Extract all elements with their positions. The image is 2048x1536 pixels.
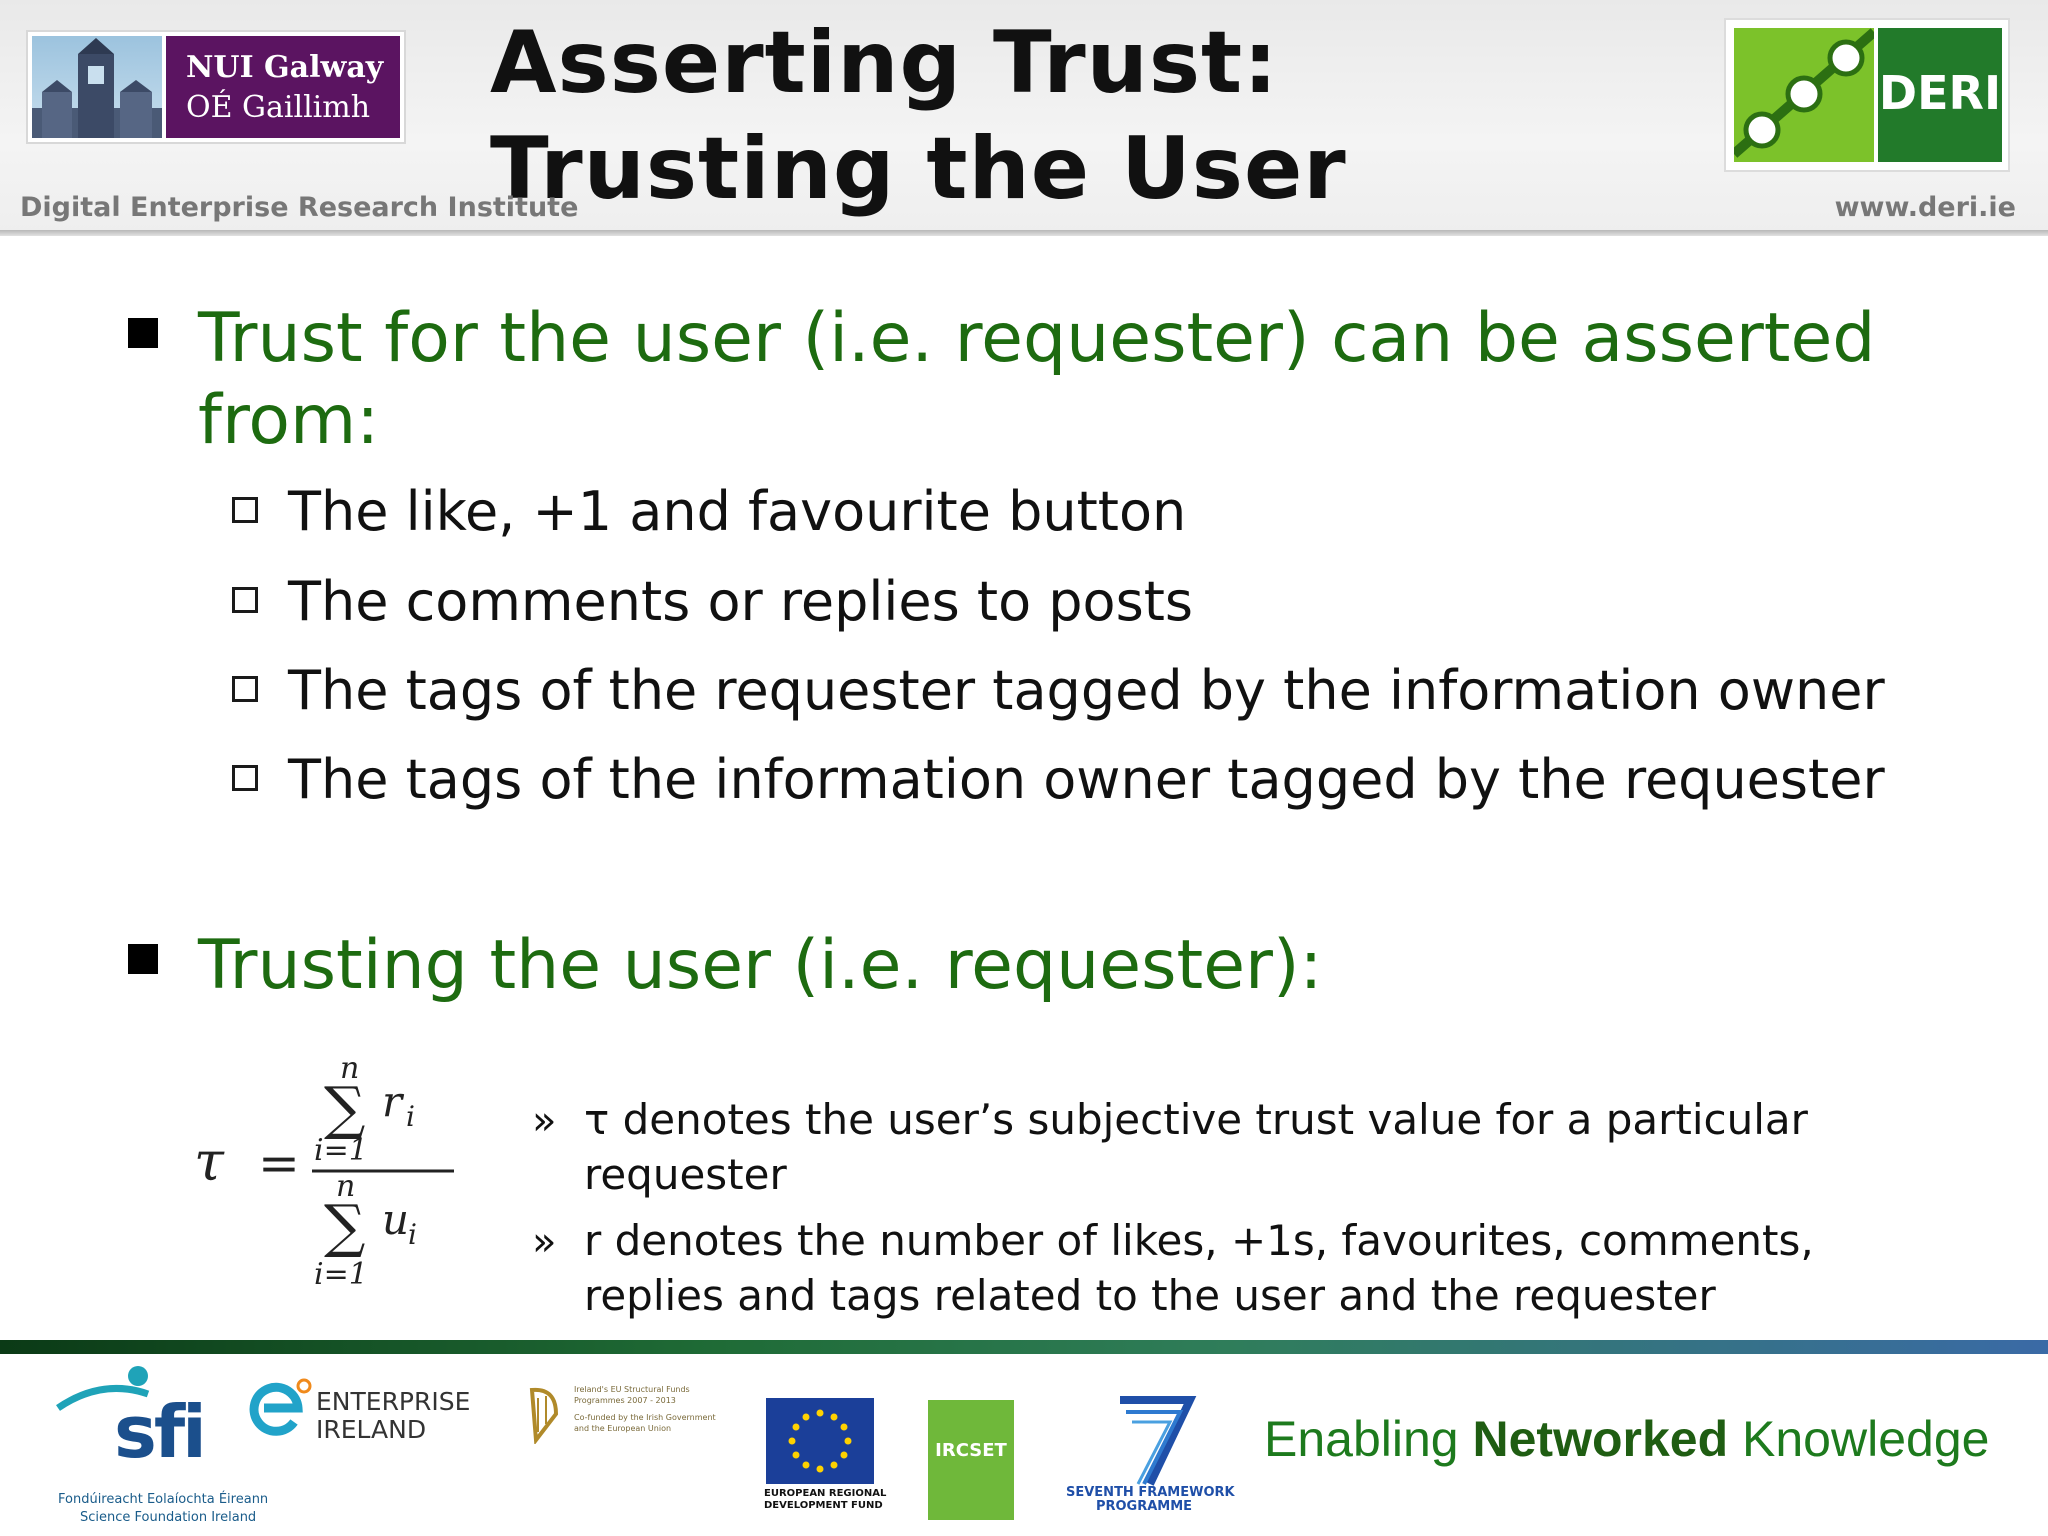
slide-header: NUI Galway OÉ Gaillimh Asserting Trust: … bbox=[0, 0, 2048, 236]
sub-bullet-4: The tags of the information owner tagged… bbox=[288, 748, 1885, 811]
deri-wordmark: DERI bbox=[1878, 66, 2002, 120]
sub-bullet-2: The comments or replies to posts bbox=[288, 570, 1194, 633]
slogan-part-1: Enabling bbox=[1264, 1411, 1473, 1467]
numerator-term: r bbox=[382, 1077, 405, 1126]
erdf-logo: EUROPEAN REGIONAL DEVELOPMENT FUND bbox=[764, 1398, 886, 1511]
sub-bullet-1: The like, +1 and favourite button bbox=[288, 480, 1187, 543]
slide-title-line2: Trusting the User bbox=[490, 119, 1347, 219]
bullet-marker bbox=[128, 944, 158, 974]
fp7-seven-icon bbox=[1120, 1396, 1197, 1486]
sfi-caption-irish: Fondúireacht Eolaíochta Éireann bbox=[58, 1492, 269, 1507]
eu-flag-icon bbox=[766, 1398, 874, 1484]
erdf-line1: EUROPEAN REGIONAL bbox=[764, 1488, 887, 1499]
website-url: www.deri.ie bbox=[1834, 192, 2016, 223]
denominator-upper-limit: n bbox=[336, 1169, 355, 1204]
quadrangle-tower-icon bbox=[32, 36, 162, 138]
denominator-subscript: i bbox=[408, 1218, 417, 1251]
slide-title-line1: Asserting Trust: bbox=[490, 13, 1279, 113]
slogan-emphasis: Networked bbox=[1472, 1411, 1729, 1467]
enterprise-ireland-line2: IRELAND bbox=[316, 1415, 427, 1444]
sub-bullet-3: The tags of the requester tagged by the … bbox=[288, 659, 1885, 722]
footer-band bbox=[0, 1340, 2048, 1354]
definition-2-line2: replies and tags related to the user and… bbox=[584, 1271, 1716, 1320]
fp7-logo: SEVENTH FRAMEWORK PROGRAMME bbox=[1064, 1392, 1235, 1534]
definition-1-line1: τ denotes the user’s subjective trust va… bbox=[584, 1095, 1808, 1144]
ircset-logo: IRCSET bbox=[928, 1400, 1014, 1520]
nui-galway-logo: NUI Galway OÉ Gaillimh bbox=[26, 30, 406, 144]
sub-bullet-marker bbox=[232, 765, 258, 791]
linked-nodes-icon bbox=[1730, 28, 1878, 162]
enterprise-ireland-e-icon bbox=[249, 1378, 312, 1436]
numerator-upper-limit: n bbox=[340, 1051, 359, 1086]
definition-marker: » bbox=[532, 1098, 557, 1144]
nui-name-panel: NUI Galway OÉ Gaillimh bbox=[166, 36, 400, 138]
sub-bullet-marker bbox=[232, 676, 258, 702]
slide-title: Asserting Trust: Trusting the User bbox=[490, 10, 1347, 222]
eu-structural-funds-logo: Ireland's EU Structural Funds Programmes… bbox=[526, 1384, 716, 1464]
harp-icon bbox=[529, 1387, 559, 1446]
definition-marker: » bbox=[532, 1219, 557, 1265]
denominator-term: u bbox=[382, 1195, 409, 1244]
bullet-1-line1: Trust for the user (i.e. requester) can … bbox=[198, 299, 1876, 378]
formula-equals: = bbox=[258, 1134, 300, 1192]
sfi-logo: sfi Fondúireacht Eolaíochta Éireann Scie… bbox=[52, 1364, 268, 1525]
structural-funds-line1: Ireland's EU Structural Funds bbox=[574, 1385, 690, 1394]
slogan-part-3: Knowledge bbox=[1728, 1411, 1990, 1467]
formula-tau: τ bbox=[194, 1130, 225, 1193]
sponsor-footer: sfi Fondúireacht Eolaíochta Éireann Scie… bbox=[0, 1354, 2048, 1536]
fp7-line1: SEVENTH FRAMEWORK bbox=[1066, 1485, 1235, 1500]
structural-funds-line3: Co-funded by the Irish Government bbox=[574, 1413, 716, 1422]
denominator-lower-limit: i=1 bbox=[314, 1257, 368, 1292]
bullet-marker bbox=[128, 318, 158, 348]
institute-name: Digital Enterprise Research Institute bbox=[20, 192, 579, 223]
nui-name-english: NUI Galway bbox=[186, 50, 384, 85]
deri-logo: DERI bbox=[1724, 18, 2010, 172]
numerator-subscript: i bbox=[406, 1100, 415, 1133]
numerator-lower-limit: i=1 bbox=[314, 1133, 368, 1168]
deri-wordmark-panel: DERI bbox=[1878, 28, 2002, 162]
fp7-line2: PROGRAMME bbox=[1095, 1499, 1193, 1514]
numerator-sum-symbol: ∑ bbox=[324, 1074, 365, 1142]
sfi-wave-icon bbox=[56, 1366, 150, 1411]
denominator-sum-symbol: ∑ bbox=[324, 1192, 365, 1260]
definition-2-line1: r denotes the number of likes, +1s, favo… bbox=[584, 1216, 1814, 1265]
structural-funds-line2: Programmes 2007 - 2013 bbox=[574, 1396, 676, 1405]
structural-funds-line4: and the European Union bbox=[574, 1424, 672, 1433]
sfi-wordmark: sfi bbox=[114, 1390, 207, 1474]
enterprise-ireland-logo: ENTERPRISE IRELAND bbox=[246, 1378, 470, 1458]
definition-1-line2: requester bbox=[584, 1150, 787, 1199]
trust-formula: τ = n ∑ r i i=1 n ∑ u i i=1 bbox=[194, 1051, 454, 1292]
header-divider bbox=[0, 230, 2048, 236]
ircset-wordmark: IRCSET bbox=[935, 1440, 1007, 1461]
footer-slogan: Enabling Networked Knowledge bbox=[1264, 1410, 1989, 1468]
sfi-caption-english: Science Foundation Ireland bbox=[80, 1510, 257, 1525]
sub-bullet-marker bbox=[232, 587, 258, 613]
sub-bullet-marker bbox=[232, 497, 258, 523]
enterprise-ireland-line1: ENTERPRISE bbox=[316, 1387, 471, 1416]
bullet-1-line2: from: bbox=[198, 381, 380, 460]
erdf-line2: DEVELOPMENT FUND bbox=[764, 1500, 883, 1511]
bullet-2-line1: Trusting the user (i.e. requester): bbox=[198, 926, 1323, 1005]
nui-name-irish: OÉ Gaillimh bbox=[186, 90, 371, 125]
